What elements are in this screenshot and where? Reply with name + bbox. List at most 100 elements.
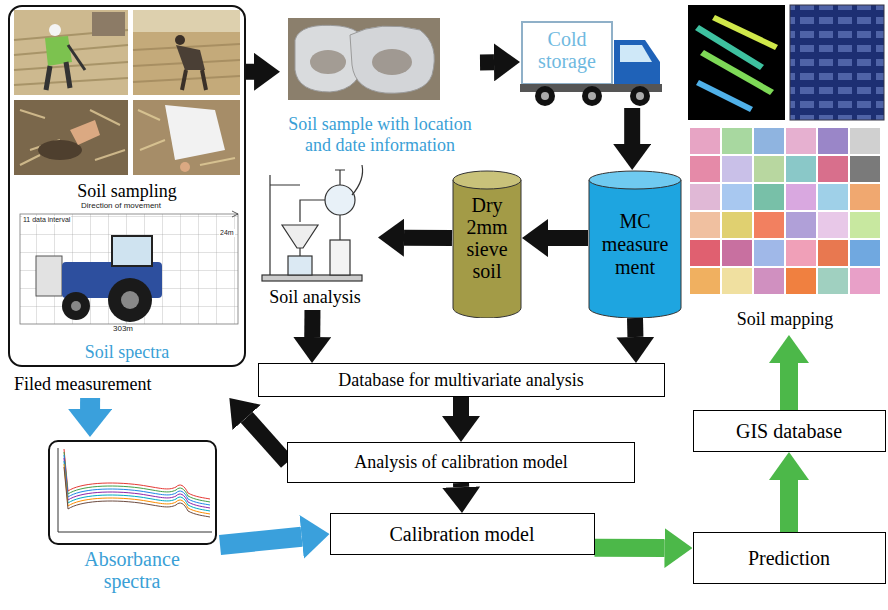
absorbance-chart: Absorbance spectra (45, 437, 220, 607)
flow-arrow (780, 480, 798, 532)
flow-arrow (480, 54, 494, 70)
mc-cylinder: MC measure ment (588, 170, 682, 318)
soil-map-images (690, 268, 720, 294)
soil-map-images (818, 240, 848, 266)
cylinder-body (589, 180, 681, 318)
box-label: Analysis of calibration model (354, 452, 567, 473)
soil-map-images (690, 128, 720, 154)
soil-map-images (754, 212, 784, 238)
lab-apparatus (300, 200, 325, 222)
soil-map-images (818, 128, 848, 154)
text-slot: MC measure ment (592, 210, 678, 279)
sampling-photos (46, 62, 70, 90)
sampling-photos (175, 35, 185, 45)
lab-apparatus (330, 240, 350, 275)
sampling-photos (182, 70, 206, 90)
soil-map-images (722, 240, 752, 266)
process-box: Prediction (693, 532, 886, 584)
caption-text: Cold storage (524, 28, 610, 72)
figure-label: 24m (219, 229, 235, 237)
soil-map-images (690, 240, 720, 266)
soil-map-images (818, 184, 848, 210)
tractor-grid-figure (20, 214, 238, 324)
soil-bags-photo (372, 49, 412, 75)
soil-map-images (818, 156, 848, 182)
sampling-photos (180, 162, 190, 172)
soil-map-images (850, 268, 880, 294)
process-box: Analysis of calibration model (287, 442, 635, 483)
soil-bags-photo (350, 26, 434, 93)
box-label: Calibration model (390, 523, 535, 546)
sampling-photos (14, 10, 128, 95)
caption-text: Soil mapping (686, 309, 884, 330)
soil-map-images (754, 240, 784, 266)
soil-map-images (786, 128, 816, 154)
flow-arrow (548, 230, 588, 246)
sampling-photos (133, 10, 240, 95)
soil-map-images (850, 240, 880, 266)
soil-bags-photo (310, 50, 346, 74)
text-slot: Soil spectra (8, 342, 246, 363)
soil-map-images (790, 5, 884, 120)
dry-soil-cylinder: Dry 2mm sieve soil (452, 170, 522, 318)
lab-apparatus (325, 185, 355, 215)
soil-map-images (754, 184, 784, 210)
soil-map-images (690, 184, 720, 210)
text-slot: Cold storage (524, 28, 610, 72)
soil-map-images (850, 212, 880, 238)
figure-label: 11 data interval (22, 216, 71, 224)
caption-text: Filed measurement (14, 374, 240, 395)
truck-icon (535, 86, 555, 106)
truck-icon (620, 45, 652, 62)
soil-bags-photo (288, 18, 440, 100)
soil-map-images (712, 15, 778, 50)
sampling-photos (14, 30, 128, 85)
box-label: Prediction (748, 547, 830, 570)
text-slot: Soil sample with location and date infor… (280, 114, 480, 155)
flow-arrow (595, 539, 665, 557)
tractor-grid-figure (112, 236, 152, 266)
flow-arrow (624, 108, 640, 144)
soil-map-images (786, 184, 816, 210)
figure-label-slot: 303m (112, 325, 134, 334)
tractor-grid-figure (121, 291, 139, 309)
soil-map-images (818, 212, 848, 238)
truck-icon (614, 40, 660, 90)
soil-map-images (695, 25, 764, 70)
lab-apparatus (352, 165, 363, 195)
lab-apparatus (282, 225, 318, 248)
cylinder-top (453, 171, 521, 189)
soil-map-images (786, 212, 816, 238)
caption-text: Dry 2mm sieve soil (457, 194, 517, 282)
absorbance-plot (64, 458, 210, 508)
sampling-photos (92, 12, 125, 36)
caption-text: Soil sampling (8, 181, 246, 202)
absorbance-plot (64, 461, 210, 511)
text-slot: Absorbance spectra (72, 548, 192, 592)
caption-text: Soil sample with location and date infor… (280, 114, 480, 155)
truck-icon (636, 92, 644, 100)
tractor-grid-figure (20, 211, 238, 324)
sampling-photos (20, 110, 125, 165)
sampling-photos (45, 36, 72, 66)
soil-map-images (696, 80, 753, 112)
text-slot: Dry 2mm sieve soil (457, 194, 517, 282)
flow-arrow (80, 398, 100, 409)
soil-map-images (754, 156, 784, 182)
absorbance-plot (64, 455, 210, 505)
flow-arrow (453, 397, 469, 416)
sampling-photos (133, 100, 240, 175)
connectors (90, 62, 789, 548)
text-slot: Soil sampling (8, 181, 246, 202)
truck-icon (582, 86, 602, 106)
absorbance-plot (58, 448, 212, 532)
caption-text: Soil analysis (252, 287, 378, 308)
flow-arrow (304, 310, 320, 337)
soil-map-images (722, 156, 752, 182)
lab-apparatus (262, 275, 362, 281)
sampling-photos (49, 24, 61, 36)
lab-apparatus (288, 256, 312, 275)
sampling-photos (133, 10, 240, 32)
